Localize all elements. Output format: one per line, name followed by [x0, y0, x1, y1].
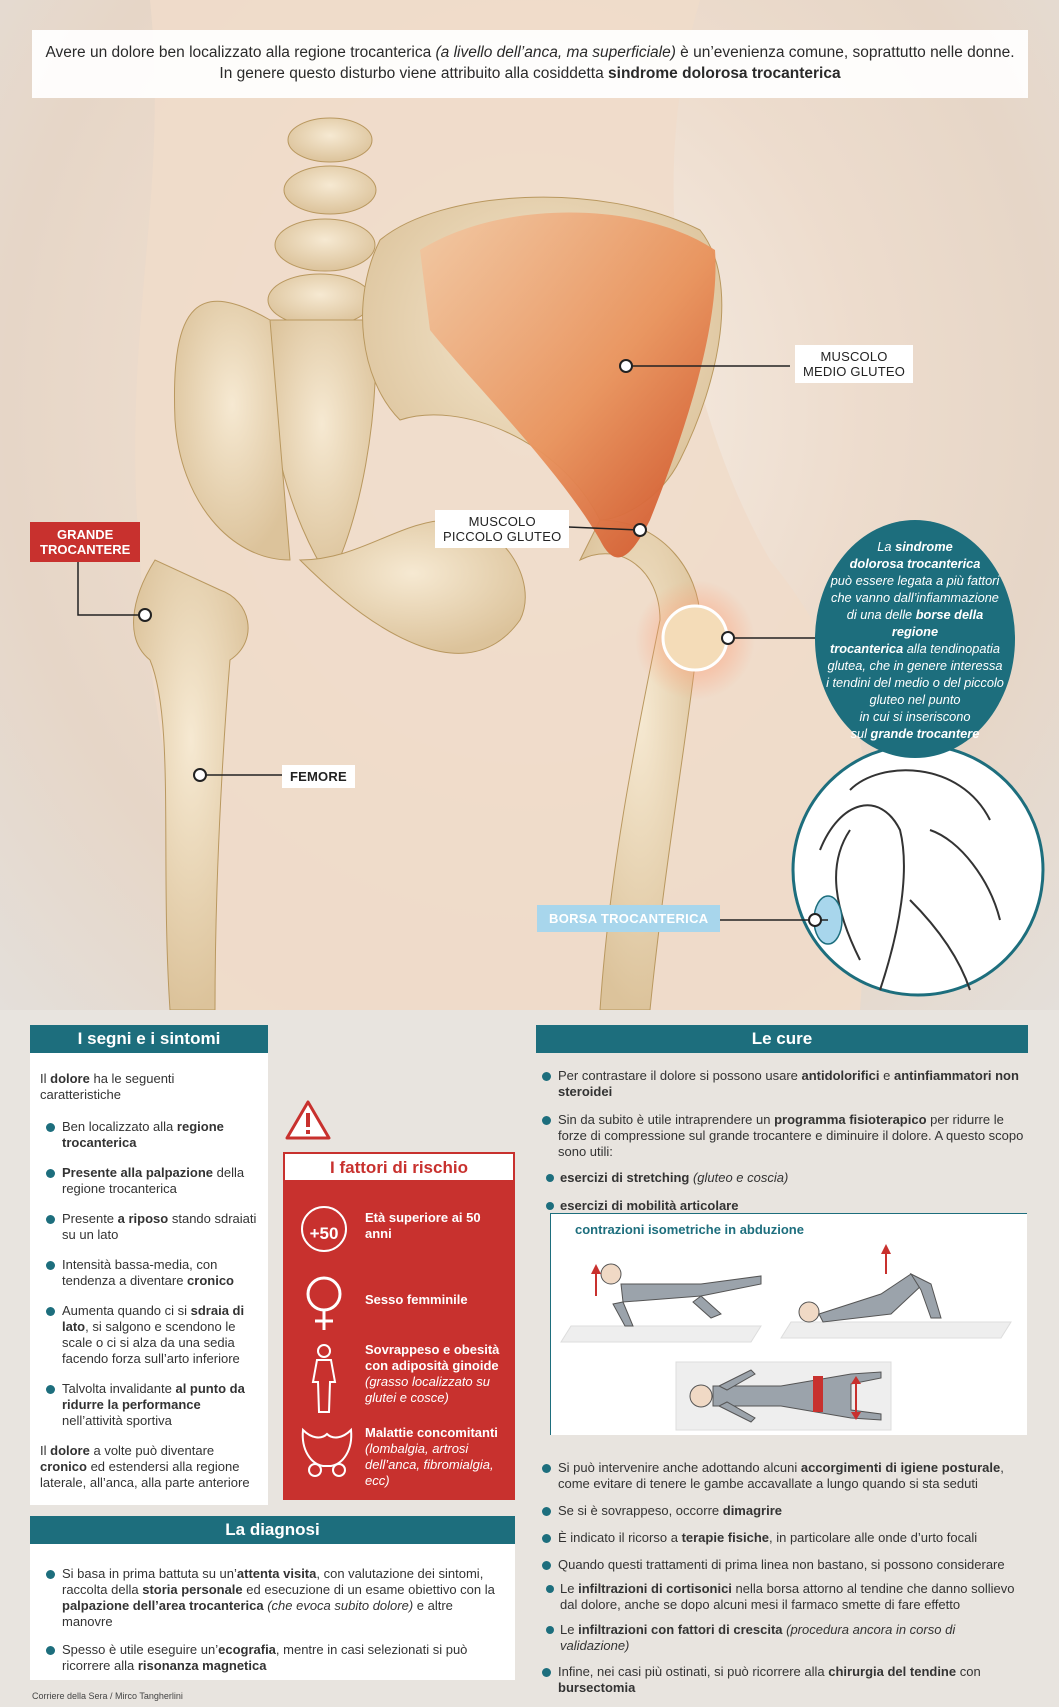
label-line: MEDIO GLUTEO	[803, 364, 906, 379]
intro-text-part: In genere questo disturbo viene attribui…	[219, 65, 609, 82]
circle-text: di una delle	[846, 607, 916, 622]
risk-item-note: (grasso localizzato su glutei e cosce)	[365, 1374, 490, 1405]
list-item: Per contrastare il dolore si possono usa…	[536, 1068, 1028, 1100]
warning-icon	[285, 1100, 331, 1140]
signs-title: I segni e i sintomi	[30, 1025, 268, 1053]
risk-item-comorbidities: Malattie concomitanti (lombalgia, artros…	[365, 1425, 510, 1489]
circle-text-bold: sindrome	[895, 539, 953, 554]
risk-title: I fattori di rischio	[283, 1152, 515, 1180]
list-item: Si può intervenire anche adottando alcun…	[536, 1460, 1028, 1492]
credit-line: Corriere della Sera / Mirco Tangherlini	[32, 1691, 183, 1701]
diagnosis-list: Si basa in prima battuta su un’attenta v…	[40, 1566, 505, 1674]
label-line: TROCANTERE	[40, 542, 131, 557]
list-item: Talvolta invalidante al punto da ridurre…	[40, 1381, 258, 1429]
circle-text: alla tendinopatia	[903, 641, 1001, 656]
intro-text-bold: sindrome dolorosa trocanterica	[608, 65, 841, 82]
risk-item-text: Sovrappeso e obesità con adiposità ginoi…	[365, 1342, 500, 1373]
list-item: Si basa in prima battuta su un’attenta v…	[40, 1566, 505, 1630]
cures-list-top: Per contrastare il dolore si possono usa…	[536, 1068, 1028, 1160]
risk-item-note: (lombalgia, artrosi dell’anca, fibromial…	[365, 1441, 494, 1488]
circle-text-bold: grande trocantere	[870, 726, 980, 741]
intro-text-part: Avere un dolore ben localizzato alla reg…	[45, 44, 436, 61]
age-icon: +50	[301, 1206, 347, 1252]
label-line: GRANDE	[56, 527, 114, 542]
intro-text-italic: (a livello dell’anca, ma superficiale)	[435, 44, 676, 61]
exercise-illustrations: contrazioni isometriche in abduzione	[550, 1213, 1027, 1435]
signs-intro: Il dolore ha le seguenti caratteristiche	[40, 1071, 175, 1102]
infiltration-list: Le infiltrazioni di cortisonici nella bo…	[536, 1581, 1028, 1654]
label-grande-trocantere: GRANDE TROCANTERE	[30, 522, 141, 562]
list-item: Intensità bassa-media, con tendenza a di…	[40, 1257, 258, 1289]
list-item: Se si è sovrappeso, occorre dimagrire	[536, 1503, 1028, 1519]
circle-text: sul	[850, 726, 871, 741]
cures-list-final: Infine, nei casi più ostinati, si può ri…	[536, 1664, 1028, 1696]
label-muscolo-medio-gluteo: MUSCOLO MEDIO GLUTEO	[795, 345, 914, 383]
list-item: esercizi di mobilità articolare	[536, 1198, 1028, 1214]
pelvis-icon	[301, 1427, 353, 1477]
circle-text: La	[877, 539, 896, 554]
exercise-figures	[560, 1244, 1012, 1431]
list-item: esercizi di stretching (gluteo e coscia)	[536, 1170, 1028, 1186]
circle-text: che vanno dall’infiammazione	[831, 590, 999, 605]
syndrome-explanation-circle: La sindrome dolorosa trocanterica può es…	[815, 520, 1015, 758]
list-item: Quando questi trattamenti di prima linea…	[536, 1557, 1028, 1573]
cures-list-bottom: Si può intervenire anche adottando alcun…	[536, 1460, 1028, 1573]
cures-section-bottom: Si può intervenire anche adottando alcun…	[536, 1460, 1028, 1707]
signs-outro: Il dolore a volte può diventare cronico …	[40, 1443, 250, 1490]
signs-list: Ben localizzato alla regione trocanteric…	[40, 1119, 258, 1429]
circle-text: può essere legata a più fattori	[830, 573, 1000, 588]
circle-text: gluteo nel punto	[869, 692, 961, 707]
list-item: Presente alla palpazione della regione t…	[40, 1165, 258, 1197]
list-item: Sin da subito è utile intraprendere un p…	[536, 1112, 1028, 1160]
isometric-label: contrazioni isometriche in abduzione	[575, 1222, 804, 1237]
intro-text-part: è un’evenienza comune, soprattutto nelle…	[675, 44, 1015, 61]
list-item: Infine, nei casi più ostinati, si può ri…	[536, 1664, 1028, 1696]
list-item: Ben localizzato alla regione trocanteric…	[40, 1119, 258, 1151]
label-borsa-trocanterica: BORSA TROCANTERICA	[537, 905, 721, 932]
risk-item-female-sex: Sesso femminile	[365, 1292, 468, 1307]
risk-item-age: Età superiore ai 50 anni	[365, 1210, 481, 1241]
anatomy-illustration: Avere un dolore ben localizzato alla reg…	[0, 0, 1059, 1010]
circle-text: in cui si inseriscono	[859, 709, 971, 724]
cures-section: Per contrastare il dolore si possono usa…	[536, 1068, 1028, 1214]
label-muscolo-piccolo-gluteo: MUSCOLO PICCOLO GLUTEO	[435, 510, 570, 548]
risk-item-overweight: Sovrappeso e obesità con adiposità ginoi…	[365, 1342, 510, 1406]
list-item: Le infiltrazioni di cortisonici nella bo…	[536, 1581, 1028, 1613]
female-symbol-icon	[306, 1276, 342, 1330]
label-line: MUSCOLO	[468, 514, 536, 529]
list-item: Aumenta quando ci si sdraia di lato, si …	[40, 1303, 258, 1367]
list-item: Le infiltrazioni con fattori di crescita…	[536, 1622, 1028, 1654]
label-line: PICCOLO GLUTEO	[443, 529, 562, 544]
exercise-list: esercizi di stretching (gluteo e coscia)…	[536, 1170, 1028, 1214]
diagnosis-title: La diagnosi	[30, 1516, 515, 1544]
diagnosis-panel: Si basa in prima battuta su un’attenta v…	[30, 1544, 515, 1680]
list-item: È indicato il ricorso a terapie fisiche,…	[536, 1530, 1028, 1546]
hip-anatomy-drawing	[77, 0, 1045, 1010]
signs-panel: Il dolore ha le seguenti caratteristiche…	[30, 1053, 268, 1505]
risk-panel: +50 Età superiore ai 50 anni Sesso femmi…	[283, 1180, 515, 1500]
circle-text: glutea, che in genere interessa	[827, 658, 1003, 673]
label-line: MUSCOLO	[820, 349, 888, 364]
circle-text-bold: dolorosa trocanterica	[849, 556, 981, 571]
isometric-label-wrap: contrazioni isometriche in abduzione	[551, 1222, 804, 1237]
age-icon-text: +50	[310, 1224, 339, 1243]
label-femore: FEMORE	[282, 765, 355, 788]
intro-text: Avere un dolore ben localizzato alla reg…	[32, 30, 1028, 98]
cures-title: Le cure	[536, 1025, 1028, 1053]
circle-text: i tendini del medio o del piccolo	[826, 675, 1004, 690]
circle-text-bold: trocanterica	[829, 641, 904, 656]
list-item: Spesso è utile eseguire un’ecografia, me…	[40, 1642, 505, 1674]
circle-text-bold: borse della regione	[891, 607, 984, 639]
list-item: Presente a riposo stando sdraiati su un …	[40, 1211, 258, 1243]
body-figure-icon	[311, 1344, 337, 1413]
risk-item-text: Malattie concomitanti	[365, 1425, 498, 1440]
